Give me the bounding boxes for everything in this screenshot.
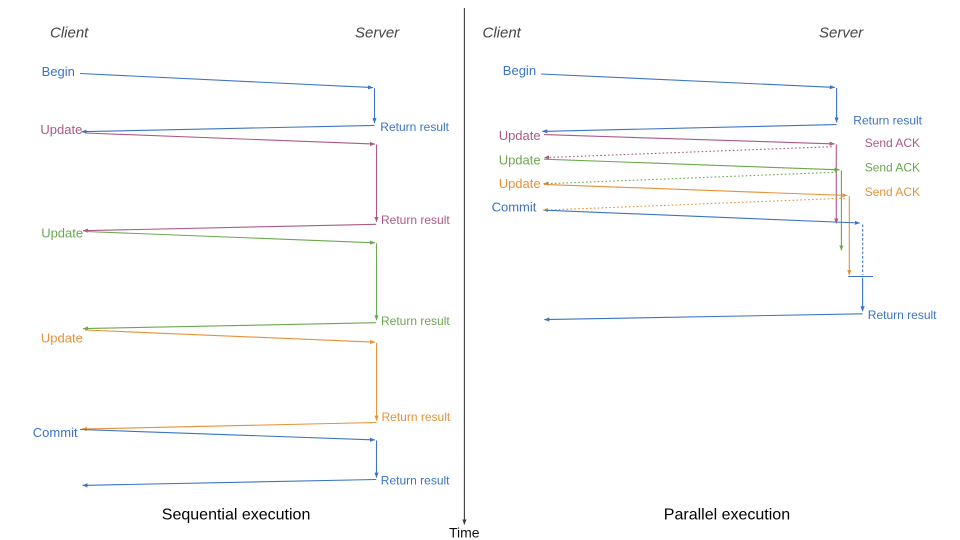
svg-text:Return result: Return result — [868, 308, 937, 322]
svg-text:Client: Client — [50, 25, 89, 42]
svg-text:Send ACK: Send ACK — [865, 136, 920, 150]
svg-text:Update: Update — [41, 226, 83, 241]
svg-text:Return result: Return result — [381, 213, 450, 227]
svg-text:Return result: Return result — [853, 113, 922, 127]
svg-text:Return result: Return result — [380, 120, 449, 134]
svg-text:Send ACK: Send ACK — [865, 161, 920, 175]
svg-text:Time: Time — [449, 525, 480, 540]
svg-text:Parallel execution: Parallel execution — [664, 506, 790, 523]
svg-text:Update: Update — [499, 128, 541, 143]
svg-text:Return result: Return result — [381, 473, 450, 487]
svg-text:Send ACK: Send ACK — [865, 185, 920, 199]
svg-text:Begin: Begin — [503, 63, 536, 78]
svg-text:Return result: Return result — [381, 314, 450, 328]
svg-text:Update: Update — [41, 331, 83, 346]
svg-text:Return result: Return result — [382, 410, 451, 424]
svg-text:Client: Client — [483, 25, 522, 42]
svg-text:Commit: Commit — [492, 200, 537, 215]
svg-text:Update: Update — [40, 122, 82, 137]
svg-text:Update: Update — [499, 153, 541, 168]
svg-text:Begin: Begin — [42, 64, 75, 79]
svg-text:Server: Server — [819, 25, 864, 42]
svg-text:Update: Update — [499, 176, 541, 191]
svg-text:Commit: Commit — [33, 425, 78, 440]
svg-text:Server: Server — [355, 25, 400, 42]
svg-text:Sequential execution: Sequential execution — [162, 506, 311, 523]
